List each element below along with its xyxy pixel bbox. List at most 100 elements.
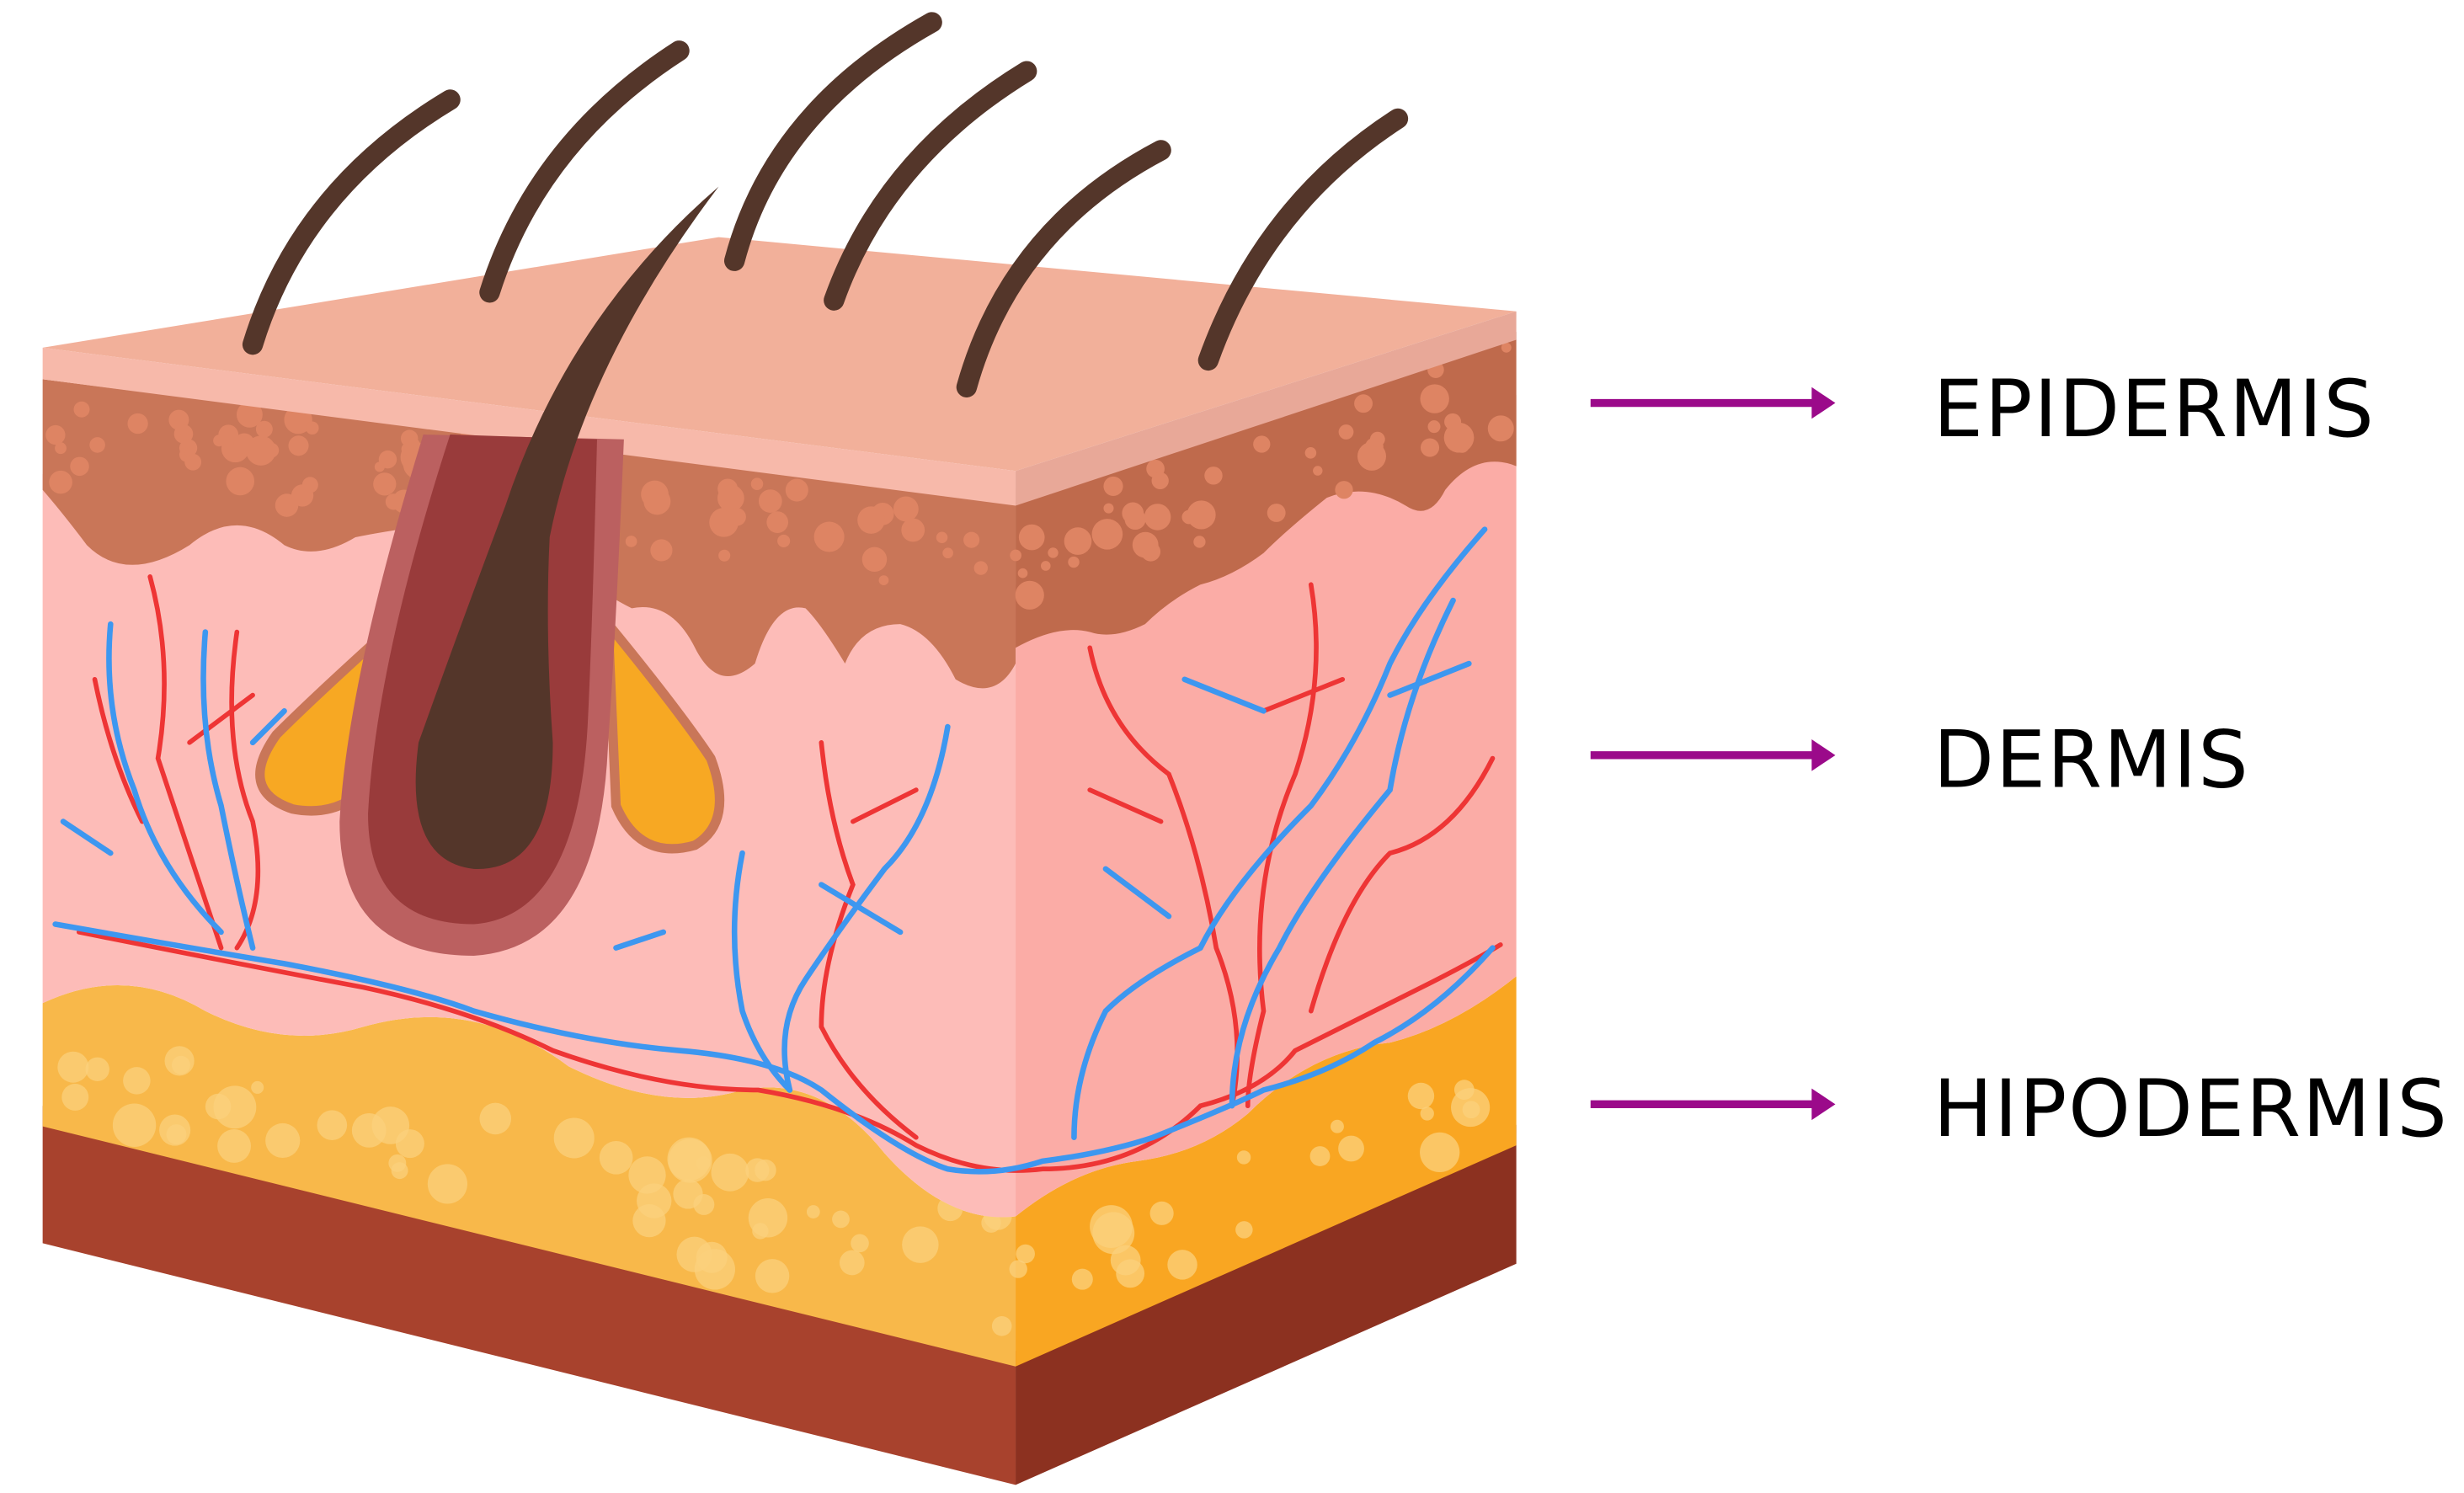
epidermis-cell — [942, 547, 953, 559]
epidermis-cell — [1357, 441, 1387, 471]
epidermis-cell — [758, 489, 782, 513]
epidermis-cell — [813, 521, 845, 552]
epidermis-cell — [785, 478, 808, 502]
epidermis-cell — [878, 575, 889, 585]
fat-cell — [479, 1102, 512, 1135]
hypodermis-label: HIPODERMIS — [1933, 1064, 2449, 1155]
hypodermis-label-row: HIPODERMIS — [1590, 1064, 2449, 1155]
skin-block — [42, 12, 1517, 1485]
epidermis-cell — [1068, 556, 1080, 568]
fat-cell — [1309, 1146, 1331, 1166]
fat-cell — [1236, 1150, 1251, 1165]
epidermis-cell — [1151, 472, 1169, 490]
base-layer-side — [1016, 1124, 1517, 1485]
fat-cell — [427, 1164, 468, 1204]
base-layer-front — [42, 1106, 1016, 1485]
fat-cell — [1016, 1244, 1035, 1264]
fat-cell — [748, 1198, 788, 1238]
skin-surface-top — [42, 237, 1517, 472]
epidermis-cell — [963, 531, 980, 548]
epidermis-cell — [1144, 504, 1171, 531]
epidermis-cell — [1204, 467, 1223, 485]
fat-cell — [1092, 1212, 1135, 1255]
epidermis-cell — [255, 420, 273, 438]
epidermis-cell — [1420, 384, 1449, 413]
epidermis-side — [1016, 332, 1517, 648]
fat-cell — [1331, 1119, 1344, 1133]
epidermis-cell — [218, 424, 239, 445]
epidermis-cell — [45, 424, 66, 445]
epidermis-cell — [1040, 561, 1051, 571]
epidermis-cell — [766, 511, 789, 533]
arrow-head-icon — [1811, 1088, 1836, 1121]
arteries — [76, 574, 1503, 1173]
fat-cell — [839, 1250, 865, 1276]
epidermis-cell — [70, 456, 89, 477]
epidermis-cell — [301, 477, 318, 493]
epidermis-cell — [750, 477, 764, 490]
fat-cells — [57, 1046, 1491, 1336]
fat-cell — [806, 1205, 820, 1218]
fat-cell — [1116, 1259, 1145, 1288]
epidermis-cell — [89, 437, 105, 453]
epidermis-cell — [1487, 415, 1514, 442]
epidermis-cell — [717, 484, 744, 512]
fat-cell — [711, 1153, 749, 1192]
dermis-label-row: DERMIS — [1590, 714, 2248, 806]
epidermis-cell — [936, 531, 948, 544]
epidermis-cell — [973, 561, 988, 575]
epidermis-cell — [226, 467, 255, 496]
fat-cell — [553, 1117, 595, 1159]
fat-cell — [1407, 1082, 1435, 1110]
fat-cell — [217, 1128, 251, 1163]
epidermis-cell — [1253, 435, 1271, 453]
fat-cell — [1420, 1106, 1434, 1121]
epidermis-cell — [1420, 438, 1440, 457]
fat-cell — [391, 1162, 408, 1180]
epidermis-cell — [306, 421, 319, 435]
epidermis-cell — [1267, 504, 1286, 522]
epidermis-cell — [1132, 531, 1159, 558]
epidermis-label-row: EPIDERMIS — [1590, 364, 2374, 456]
sebaceous-gland-right — [602, 610, 725, 854]
epidermis-cell — [1354, 394, 1373, 413]
epidermis-cell — [1015, 580, 1044, 610]
arrow-head-icon — [1811, 387, 1836, 419]
fat-cell — [755, 1259, 790, 1293]
epidermis-cell — [1091, 519, 1123, 550]
epidermis-cell — [401, 442, 414, 456]
hairs — [242, 12, 1409, 397]
fat-cell — [112, 1103, 157, 1147]
epidermis-cell — [1304, 447, 1317, 459]
epidermis-cell — [777, 534, 791, 547]
epidermis-cell — [1124, 508, 1146, 531]
fat-cell — [123, 1067, 151, 1095]
epidermis-cell — [373, 472, 397, 496]
veins — [52, 526, 1496, 1175]
epidermis-cell — [643, 488, 671, 515]
epidermis-cell — [49, 470, 72, 494]
epidermis-cell — [1501, 342, 1512, 353]
epidermis-cell — [728, 508, 746, 526]
arrow-head-icon — [1811, 739, 1836, 771]
epidermis-cell — [861, 547, 888, 573]
epidermis-cell — [1335, 481, 1353, 499]
fat-cell — [61, 1083, 89, 1111]
fat-cell — [599, 1140, 633, 1175]
fat-cell — [205, 1093, 232, 1120]
fat-cell — [991, 1315, 1012, 1336]
legend: EPIDERMIS DERMIS HIPODERMIS — [1590, 364, 2449, 1155]
epidermis-cell — [650, 539, 673, 562]
epidermis-cell — [625, 536, 637, 547]
fat-cell — [667, 1137, 711, 1181]
epidermis-cell — [1010, 549, 1021, 562]
fat-cell — [832, 1210, 850, 1229]
epidermis-cell — [288, 435, 309, 456]
epidermis-cell — [1187, 500, 1216, 530]
epidermis-cell — [184, 453, 202, 471]
hair-follicle — [255, 186, 725, 957]
epidermis-cell — [1338, 424, 1354, 440]
epidermis-cell — [1313, 466, 1323, 476]
epidermis-cell — [718, 549, 731, 562]
fat-cell — [85, 1057, 109, 1081]
